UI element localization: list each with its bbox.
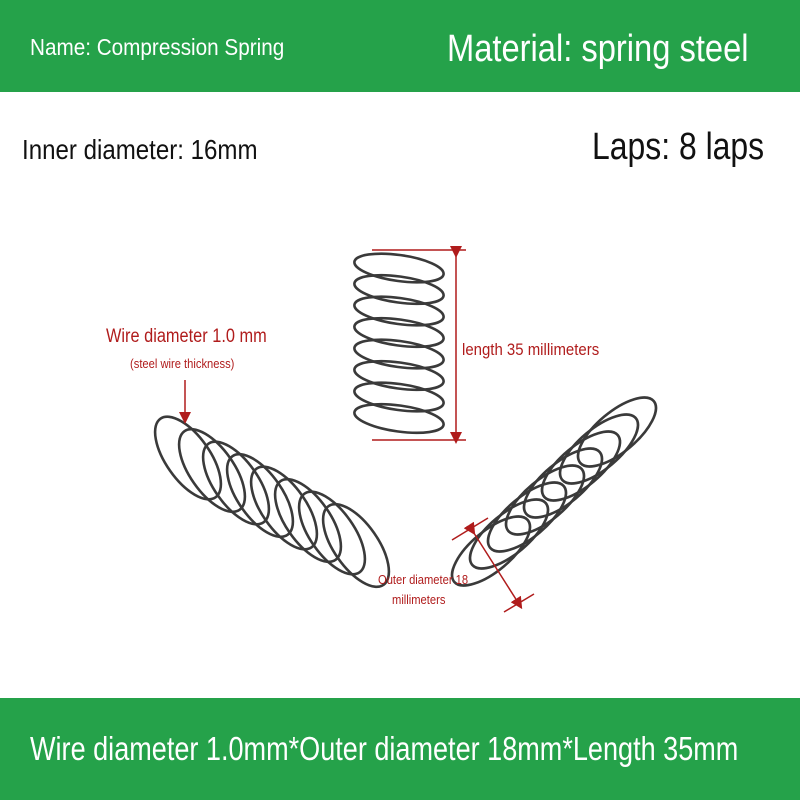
spring-coil — [353, 359, 445, 392]
spring-coil — [249, 465, 319, 551]
length-label: length 35 millimeters — [462, 340, 600, 359]
spring-coil — [297, 490, 367, 576]
spring-coil — [353, 402, 445, 435]
outer-diameter-dimension-line — [451, 517, 535, 613]
spring-coil — [504, 464, 586, 536]
inner-diameter-label: Inner diameter: 16mm — [22, 134, 258, 165]
header-band — [0, 0, 800, 92]
material-label: Material: spring steel — [447, 28, 749, 70]
spring-coil — [558, 413, 640, 485]
spring-coil — [576, 396, 658, 468]
right-spring — [450, 396, 658, 587]
laps-label: Laps: 8 laps — [592, 126, 765, 168]
spring-coil — [225, 452, 295, 539]
spring-coil — [321, 502, 391, 589]
spring-coil — [353, 295, 445, 327]
outer-diameter-label: Outer diameter 18 — [378, 572, 469, 587]
spring-coil — [353, 338, 445, 370]
footer-band — [0, 698, 800, 800]
left-spring — [153, 415, 391, 589]
spring-coil — [201, 440, 271, 526]
spring-coil — [273, 477, 343, 564]
wire-thickness-note: (steel wire thickness) — [130, 356, 235, 371]
spring-coil — [353, 273, 445, 306]
spring-coil — [522, 447, 604, 519]
center-spring — [353, 252, 445, 435]
outer-diameter-unit-label: millimeters — [392, 592, 446, 607]
spring-coil — [353, 252, 445, 284]
footer-summary: Wire diameter 1.0mm*Outer diameter 18mm*… — [30, 730, 739, 767]
spring-coil — [353, 316, 445, 349]
spring-coil — [540, 430, 622, 502]
name-label: Name: Compression Spring — [30, 34, 285, 60]
spring-coil — [486, 481, 568, 553]
spring-coil — [153, 415, 223, 501]
length-dimension-line — [372, 246, 466, 444]
wire-diameter-label: Wire diameter 1.0 mm — [106, 326, 267, 347]
spring-coil — [353, 381, 445, 413]
spring-coil — [177, 427, 247, 514]
